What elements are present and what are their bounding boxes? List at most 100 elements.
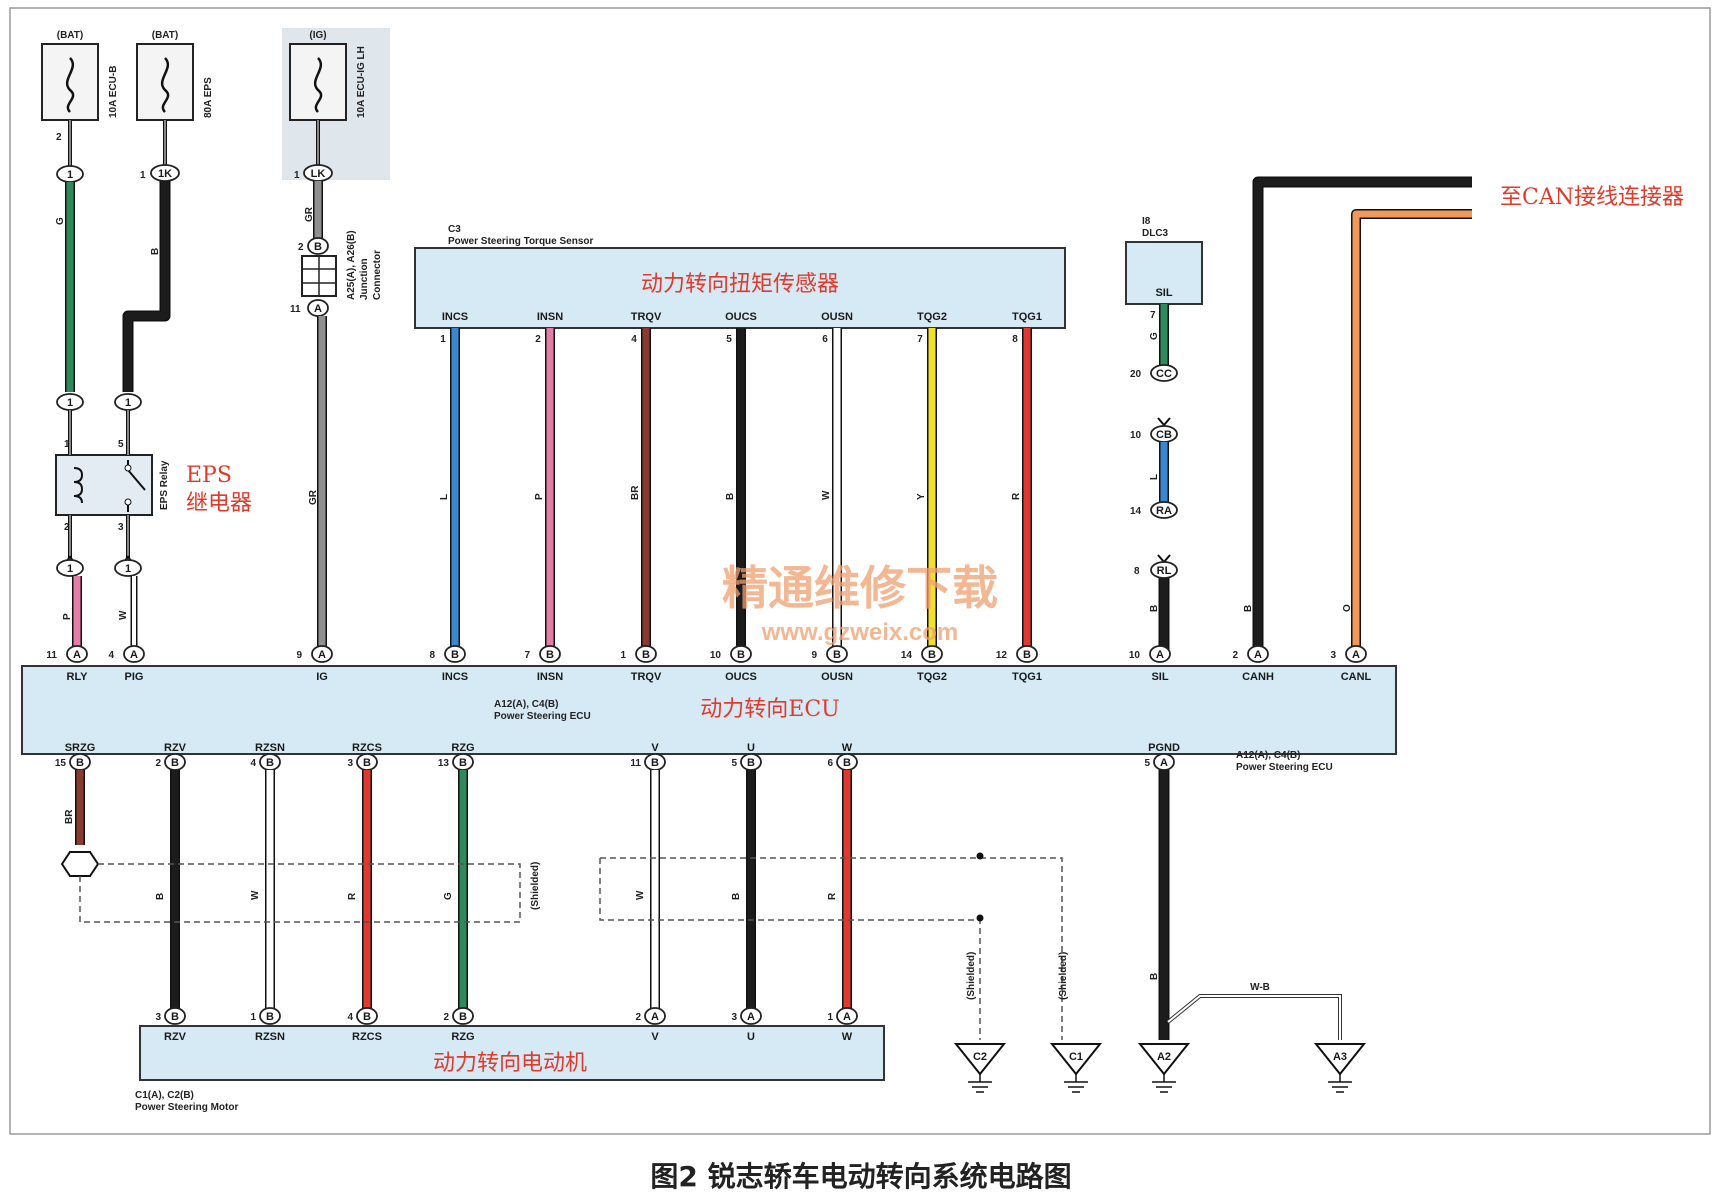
connector-cc-label: CC — [1156, 368, 1172, 380]
pin-number: 3 — [347, 758, 353, 769]
pin-number: 8 — [1012, 334, 1018, 345]
ecu-bottom-pin-name: RZCS — [352, 742, 382, 754]
pin-number: 7 — [1150, 310, 1156, 321]
pin-number: 2 — [635, 1012, 641, 1023]
pin-number: 4 — [631, 334, 637, 345]
connector-cb-label: CB — [1156, 429, 1172, 441]
fuse-icon — [160, 57, 170, 113]
arrow-icon — [1157, 554, 1171, 564]
ecu-connector-label: B — [1023, 649, 1031, 661]
connector-b-label: B — [314, 241, 322, 253]
fuse-source: (BAT) — [57, 30, 83, 41]
ground-label: C2 — [973, 1051, 987, 1063]
ecu-top-pin-name: TQG1 — [1012, 671, 1042, 683]
wire-color-label: R — [347, 892, 358, 900]
ecu-connector — [539, 645, 561, 663]
wire-color-label: BR — [630, 485, 641, 500]
connector-1-label: 1 — [67, 397, 73, 409]
pin-number: 1 — [827, 1012, 833, 1023]
ecu-connector-label: B — [833, 649, 841, 661]
wire-color-label: P — [534, 493, 545, 500]
pin-number: 7 — [917, 334, 923, 345]
wire-color-label: G — [443, 892, 454, 900]
pin-number: 8 — [1134, 566, 1140, 577]
wire-color-label: W — [635, 890, 646, 900]
motor-ref: C1(A), C2(B) — [135, 1090, 194, 1101]
wire-color-label: R — [1011, 492, 1022, 500]
ecu-connector — [311, 645, 333, 663]
ground-icon — [1137, 1043, 1191, 1076]
pin-number: 5 — [118, 439, 124, 450]
motor-connector — [740, 1007, 762, 1025]
watermark-url: www.gzweix.com — [761, 619, 959, 646]
fuse-icon — [313, 57, 323, 113]
wire-color-label: W — [250, 890, 261, 900]
connector-lk-label: LK — [311, 168, 326, 180]
ecu-connector — [826, 645, 848, 663]
sensor-pin-name: OUSN — [821, 311, 853, 323]
ecu-connector-label: B — [843, 757, 851, 769]
ground-label: C1 — [1069, 1051, 1083, 1063]
fuse-box — [136, 43, 194, 121]
ecu-connector-label: B — [363, 757, 371, 769]
pin-number: 14 — [901, 650, 913, 661]
motor-connector — [644, 1007, 666, 1025]
motor-pin-name: RZV — [164, 1031, 187, 1043]
pin-number: 2 — [56, 132, 62, 143]
wire-color-label: W — [821, 490, 832, 500]
pin-number: 11 — [630, 758, 641, 769]
ecu-connector-label: A — [1352, 649, 1360, 661]
ecu-top-pin-name: INCS — [442, 671, 468, 683]
ground-icon — [1049, 1043, 1103, 1076]
wire-color-label: G — [1149, 332, 1160, 340]
wire-color-label: B — [1149, 605, 1160, 612]
ecu-connector-label: A — [318, 649, 326, 661]
sensor-pin-name: TQG2 — [917, 311, 947, 323]
sensor-pin-name: TRQV — [631, 311, 662, 323]
wire-color-label: B — [1149, 973, 1160, 980]
pin-number: 1 — [64, 439, 70, 450]
shield-outline — [599, 857, 1063, 1040]
sensor-pin-name: OUCS — [725, 311, 757, 323]
splice-point — [976, 852, 984, 860]
ecu-bottom-pin-name: U — [747, 742, 755, 754]
pin-number: 4 — [250, 758, 256, 769]
ecu-bottom-pin-name: SRZG — [65, 742, 96, 754]
wire-color-label: B — [731, 893, 742, 900]
motor-connector — [356, 1007, 378, 1025]
fuse-label: 10A ECU-B — [108, 66, 119, 118]
pin-number: 13 — [438, 758, 450, 769]
ecu-connector-label: A — [1156, 649, 1164, 661]
ecu-connector — [1016, 645, 1038, 663]
pin-number: 2 — [298, 242, 304, 253]
pin-number: 14 — [1130, 506, 1142, 517]
watermark-cn: 精通维修下载 — [722, 561, 998, 615]
connector-b — [307, 237, 329, 255]
ecu-connector-label: A — [1160, 757, 1168, 769]
wire-wb-outer — [1166, 994, 1342, 1040]
ecu-connector — [444, 645, 466, 663]
connector-1-label: 1 — [125, 563, 131, 575]
wire-canl — [1352, 210, 1472, 650]
motor-cn: 动力转向电动机 — [433, 1051, 587, 1076]
motor-pin-name: RZG — [451, 1031, 474, 1043]
wire-canl-outline — [1351, 209, 1472, 650]
pin-number: 3 — [1330, 650, 1336, 661]
pin-number: 4 — [347, 1012, 353, 1023]
ecu-connector — [1247, 645, 1269, 663]
motor-connector — [164, 1007, 186, 1025]
ecu-connector-label: B — [76, 757, 84, 769]
ecu-bottom-pin-name: V — [651, 742, 659, 754]
ground-label: A2 — [1157, 1051, 1171, 1063]
junction-label: A25(A), A26(B) — [346, 230, 357, 300]
pin-number: 2 — [155, 758, 161, 769]
pin-number: 5 — [1144, 758, 1150, 769]
pin-number: 4 — [108, 650, 114, 661]
pin-number: 3 — [118, 522, 124, 533]
motor-pin-name: RZSN — [255, 1031, 285, 1043]
dlc-pin: SIL — [1155, 287, 1172, 299]
fuse-box — [41, 43, 99, 121]
ecu-en: Power Steering ECU — [494, 711, 591, 722]
motor-pin-name: U — [747, 1031, 755, 1043]
ecu-top-pin-name: CANL — [1341, 671, 1372, 683]
